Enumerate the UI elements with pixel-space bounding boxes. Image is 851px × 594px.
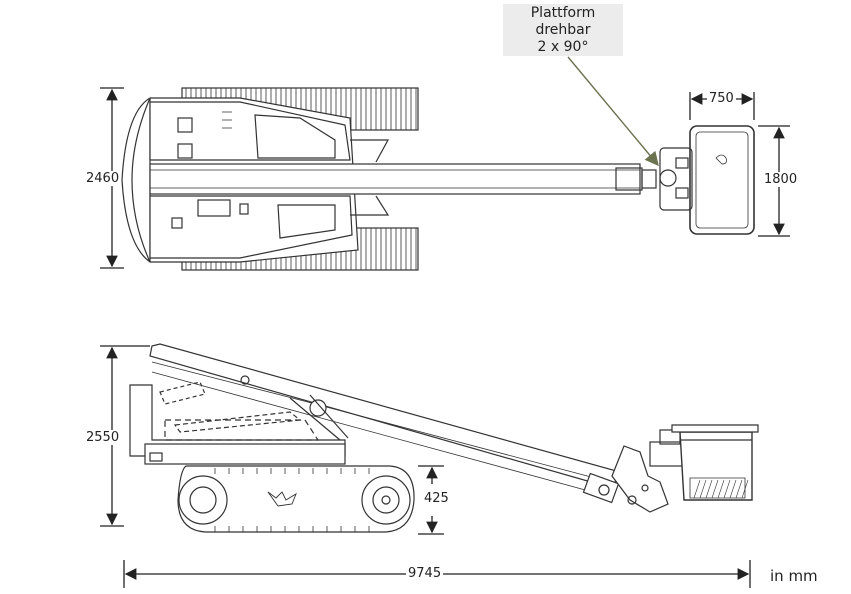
dim-label-side-height: 2550 bbox=[84, 430, 122, 445]
side-view-platform bbox=[671, 424, 759, 501]
side-view-track bbox=[177, 465, 415, 533]
top-view-platform bbox=[689, 125, 755, 235]
unit-label: in mm bbox=[770, 567, 818, 585]
dim-label-platform-depth: 1800 bbox=[762, 172, 800, 187]
top-view-rotator bbox=[659, 147, 693, 211]
top-view-boom bbox=[149, 163, 657, 195]
side-view bbox=[129, 343, 759, 533]
dim-label-total-length: 9745 bbox=[406, 566, 444, 581]
callout-line-1: Plattform bbox=[530, 4, 596, 21]
callout-line-2: drehbar bbox=[535, 21, 591, 38]
dim-track-height bbox=[418, 465, 444, 535]
dim-label-track-height: 425 bbox=[422, 491, 451, 506]
callout-arrow bbox=[567, 56, 659, 167]
top-view bbox=[121, 87, 755, 271]
dim-label-top-height: 2460 bbox=[84, 171, 122, 186]
side-view-chassis bbox=[129, 381, 346, 465]
dim-label-platform-width: 750 bbox=[707, 91, 736, 106]
side-view-jib bbox=[598, 429, 687, 513]
platform-callout: Plattform drehbar 2 x 90° bbox=[503, 4, 623, 56]
callout-line-3: 2 x 90° bbox=[537, 38, 589, 55]
